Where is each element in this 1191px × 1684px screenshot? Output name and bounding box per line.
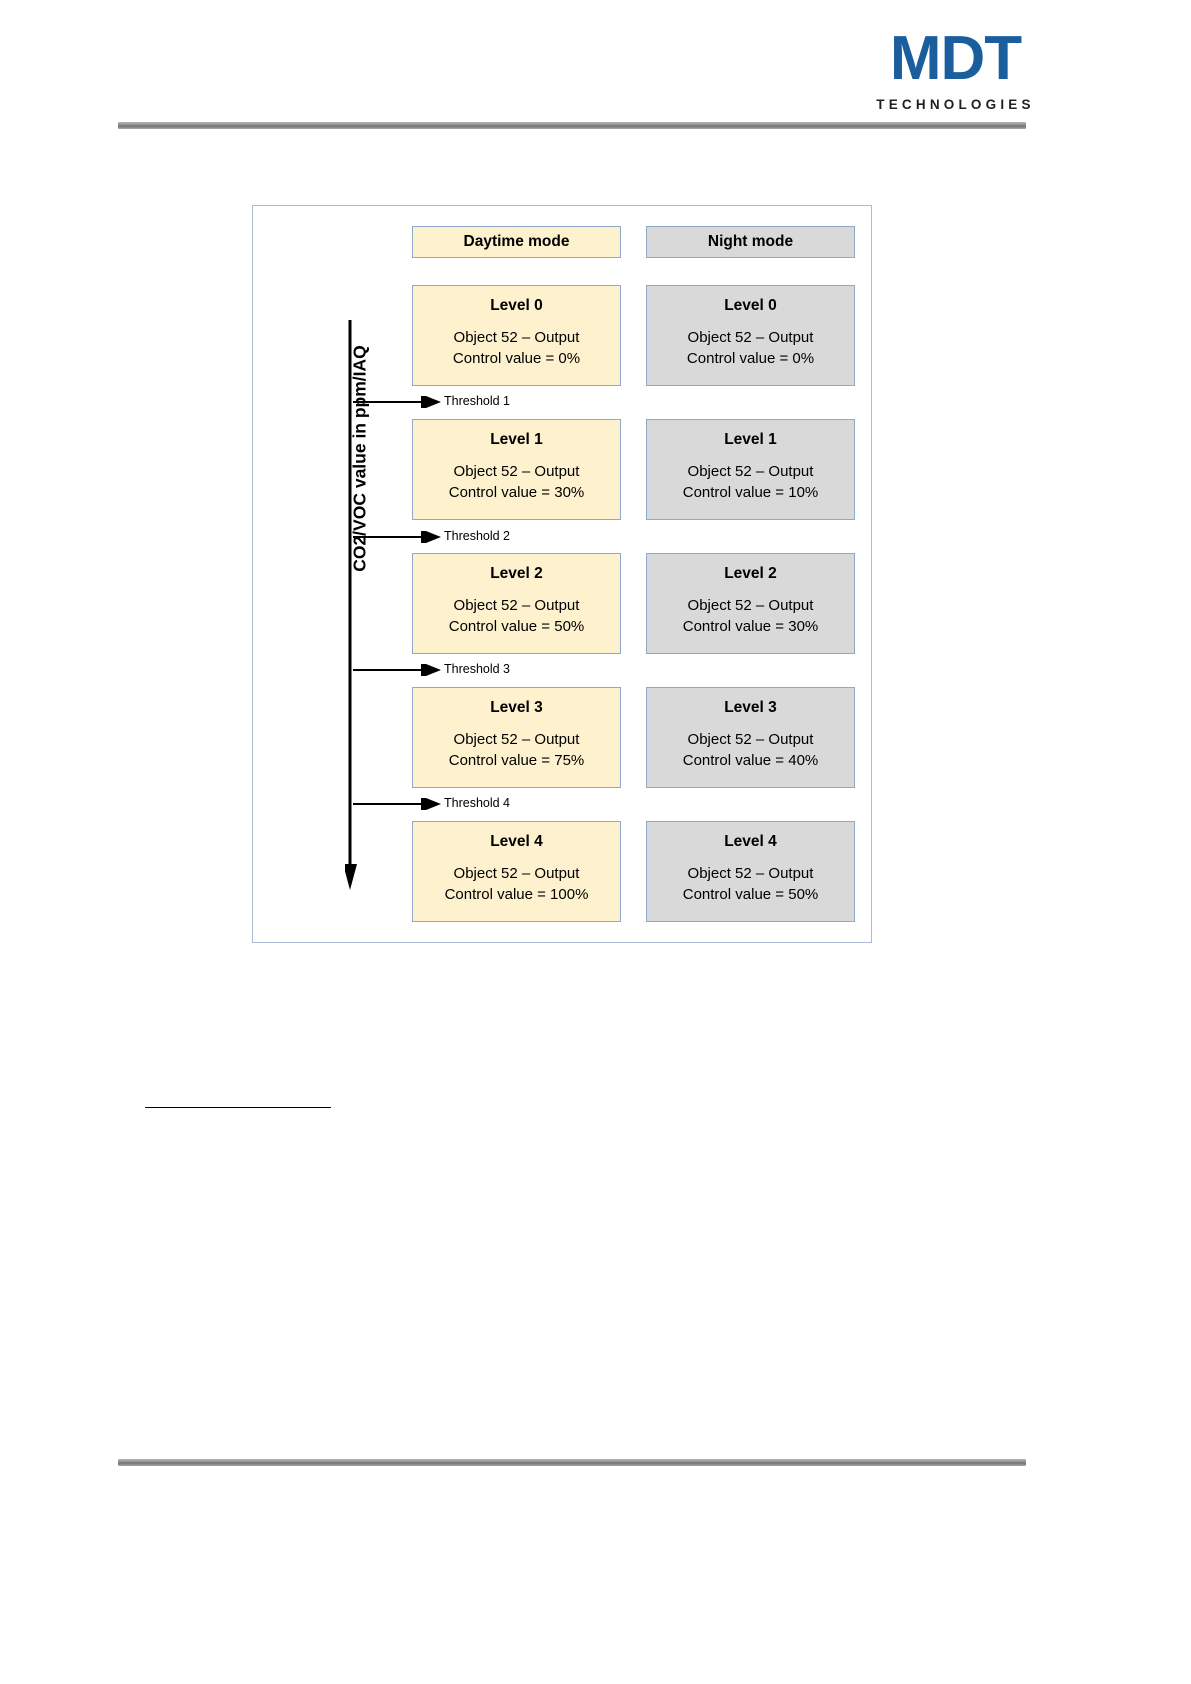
footnote-separator — [145, 1107, 331, 1108]
level-title: Level 1 — [724, 431, 777, 448]
level-object: Object 52 – Output — [453, 328, 580, 346]
level-object: Object 52 – Output — [453, 596, 580, 614]
level-object: Object 52 – Output — [453, 462, 580, 480]
level-control: Control value = 40% — [682, 751, 819, 769]
level-object: Object 52 – Output — [687, 596, 814, 614]
logo-wordmark: MDT — [889, 24, 1022, 93]
level-control: Control value = 30% — [682, 617, 819, 635]
level-object: Object 52 – Output — [687, 864, 814, 882]
logo-tagline: TECHNOLOGIES — [876, 96, 1035, 112]
level-box-daytime-0: Level 0 Object 52 – Output Control value… — [412, 285, 621, 386]
column-header-daytime: Daytime mode — [412, 226, 621, 258]
level-title: Level 0 — [724, 297, 777, 314]
level-box-daytime-2: Level 2 Object 52 – Output Control value… — [412, 553, 621, 654]
mdt-logo: MDT TECHNOLOGIES — [868, 24, 1043, 112]
level-object: Object 52 – Output — [453, 730, 580, 748]
level-control: Control value = 30% — [448, 483, 585, 501]
level-box-night-0: Level 0 Object 52 – Output Control value… — [646, 285, 855, 386]
level-title: Level 1 — [490, 431, 543, 448]
level-box-night-3: Level 3 Object 52 – Output Control value… — [646, 687, 855, 788]
level-box-daytime-1: Level 1 Object 52 – Output Control value… — [412, 419, 621, 520]
level-box-daytime-3: Level 3 Object 52 – Output Control value… — [412, 687, 621, 788]
threshold-arrow-2-icon — [353, 531, 441, 543]
level-object: Object 52 – Output — [687, 730, 814, 748]
level-control: Control value = 50% — [682, 885, 819, 903]
level-title: Level 3 — [490, 699, 543, 716]
level-control: Control value = 0% — [686, 349, 815, 367]
level-box-night-4: Level 4 Object 52 – Output Control value… — [646, 821, 855, 922]
level-title: Level 2 — [490, 565, 543, 582]
level-object: Object 52 – Output — [687, 328, 814, 346]
column-header-night: Night mode — [646, 226, 855, 258]
level-control: Control value = 0% — [452, 349, 581, 367]
threshold-arrow-4-icon — [353, 798, 441, 810]
level-title: Level 2 — [724, 565, 777, 582]
ventilation-level-diagram: CO2/VOC value in ppm/IAQ Threshold 1 Thr… — [252, 205, 872, 943]
threshold-label-4: Threshold 4 — [444, 796, 511, 810]
level-control: Control value = 10% — [682, 483, 819, 501]
level-box-night-2: Level 2 Object 52 – Output Control value… — [646, 553, 855, 654]
threshold-arrow-3-icon — [353, 664, 441, 676]
threshold-label-3: Threshold 3 — [444, 662, 511, 676]
level-box-night-1: Level 1 Object 52 – Output Control value… — [646, 419, 855, 520]
level-control: Control value = 75% — [448, 751, 585, 769]
level-title: Level 4 — [490, 833, 543, 850]
level-title: Level 3 — [724, 699, 777, 716]
level-control: Control value = 50% — [448, 617, 585, 635]
header-divider — [118, 122, 1026, 129]
threshold-label-2: Threshold 2 — [444, 529, 511, 543]
level-title: Level 4 — [724, 833, 777, 850]
threshold-arrow-1-icon — [353, 396, 441, 408]
level-control: Control value = 100% — [444, 885, 589, 903]
level-object: Object 52 – Output — [453, 864, 580, 882]
level-box-daytime-4: Level 4 Object 52 – Output Control value… — [412, 821, 621, 922]
footer-divider — [118, 1459, 1026, 1466]
axis-arrow-icon — [345, 320, 357, 890]
level-object: Object 52 – Output — [687, 462, 814, 480]
threshold-label-1: Threshold 1 — [444, 394, 511, 408]
level-title: Level 0 — [490, 297, 543, 314]
